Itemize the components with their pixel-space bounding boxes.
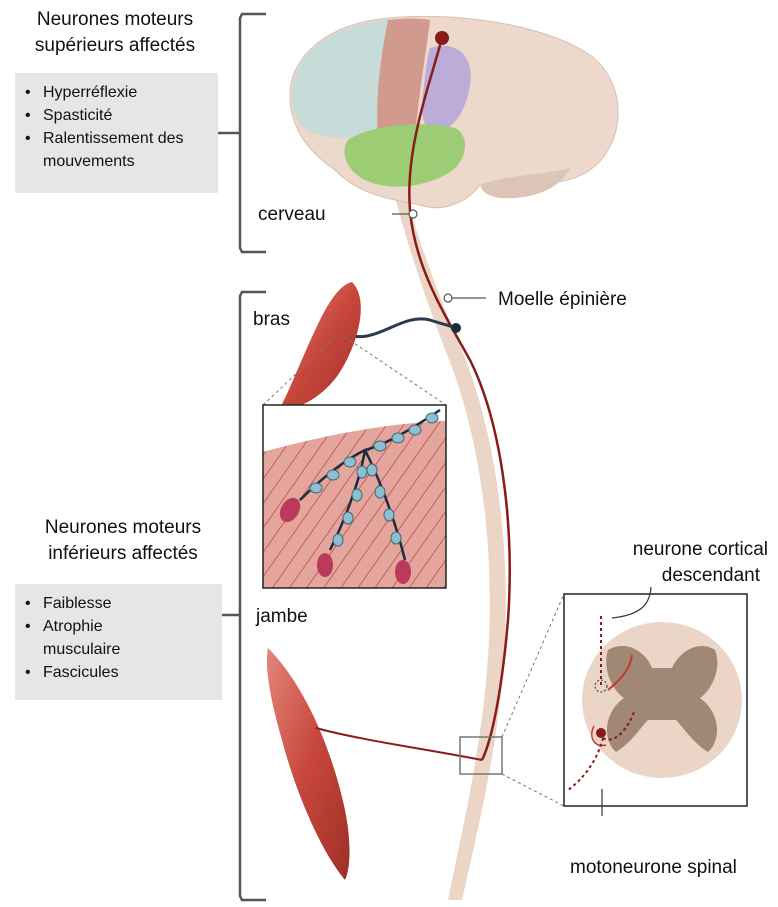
cortical-neuron-label-line2: descendant: [612, 563, 760, 589]
brain-label: cerveau: [258, 202, 326, 228]
lower-heading-line1: Neurones moteurs: [18, 515, 228, 541]
upper-symptoms-box: Hyperréflexie Spasticité Ralentissement …: [15, 73, 218, 193]
brain-pointer-dot: [409, 210, 417, 218]
spinal-motoneuron-label: motoneurone spinal: [570, 855, 737, 881]
arm-zoom-guide-right: [345, 337, 446, 405]
leg-muscle: [267, 648, 350, 880]
arm-label: bras: [253, 307, 290, 333]
spinal-cord-label: Moelle épinière: [498, 287, 627, 313]
spinal-zoom-guide-bottom: [502, 774, 564, 806]
cortical-neuron-label-line1: neurone cortical: [612, 537, 768, 563]
lower-symptom-item: Faiblesse: [43, 592, 212, 615]
upper-symptom-item: Ralentissement des mouvements: [43, 127, 193, 173]
spinal-cord-pointer-dot: [444, 294, 452, 302]
lower-symptom-item: Atrophie musculaire: [43, 615, 163, 661]
arm-muscle: [278, 282, 361, 412]
spinal-motoneuron-soma: [596, 728, 606, 738]
lower-bracket: [240, 292, 266, 900]
leg-nerve: [316, 728, 482, 760]
lower-symptom-item: Fascicules: [43, 661, 212, 684]
leg-label: jambe: [256, 604, 308, 630]
spinal-zoom-guide-top: [502, 594, 564, 737]
lower-heading: Neurones moteurs inférieurs affectés: [18, 515, 228, 567]
upper-heading-line1: Neurones moteurs: [10, 7, 220, 33]
spinal-cross-section-inset: [564, 587, 747, 816]
upper-heading-line2: supérieurs affectés: [10, 33, 220, 59]
upper-motor-neuron-soma: [435, 31, 449, 45]
frontal-lobe: [292, 20, 388, 138]
brain: [290, 16, 618, 207]
upper-symptom-item: Spasticité: [43, 104, 208, 127]
arm-nerve-end: [451, 323, 461, 333]
upper-heading: Neurones moteurs supérieurs affectés: [10, 7, 220, 59]
lower-symptoms-box: Faiblesse Atrophie musculaire Fascicules: [15, 584, 222, 700]
cortical-neuron-label: neurone cortical descendant: [612, 537, 768, 589]
upper-symptom-item: Hyperréflexie: [43, 81, 208, 104]
lower-heading-line2: inférieurs affectés: [18, 541, 228, 567]
